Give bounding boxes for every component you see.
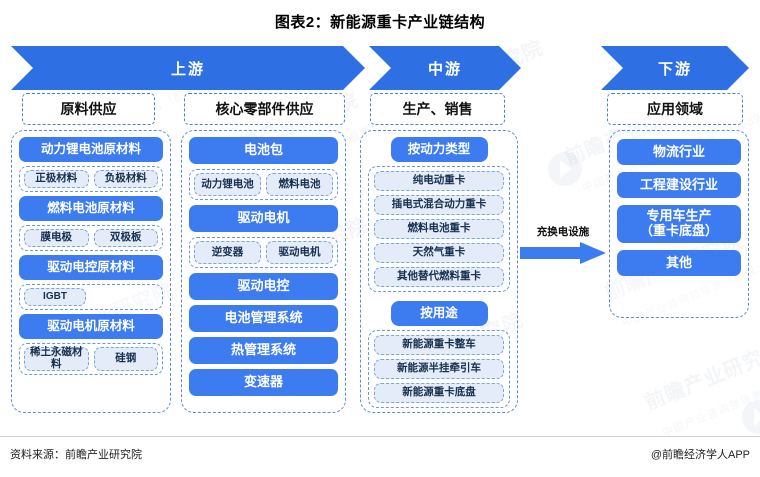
item-chip: 逆变器: [194, 241, 261, 264]
group-items: 动力锂电池 燃料电池: [189, 169, 338, 200]
item-chip: 驱动电机: [266, 241, 333, 264]
application-item: 专用车生产 （重卡底盘）: [617, 205, 741, 243]
item-chip: 燃料电池: [266, 173, 333, 196]
group-items: 正极材料 负极材料: [19, 166, 163, 192]
item-chip: 燃料电池重卡: [374, 219, 504, 239]
group-head: 电池管理系统: [189, 305, 338, 332]
item-chip: 新能源半挂牵引车: [374, 359, 504, 379]
group-head: 驱动电控原材料: [19, 255, 163, 280]
arrow-right-icon: [520, 242, 606, 264]
item-chip: 天然气重卡: [374, 243, 504, 263]
section-items: 纯电动重卡 插电式混合动力重卡 燃料电池重卡 天然气重卡 其他替代燃料重卡: [368, 166, 510, 292]
item-chip: 纯电动重卡: [374, 171, 504, 191]
group-head: 电池包: [189, 137, 338, 164]
stage-banner-downstream: 下游: [601, 46, 749, 90]
application-item: 物流行业: [617, 139, 741, 165]
caption-application: 应用领域: [607, 93, 743, 125]
item-chip: 双极板: [93, 229, 158, 247]
application-item: 工程建设行业: [617, 172, 741, 198]
item-chip: 插电式混合动力重卡: [374, 195, 504, 215]
group-head: 动力锂电池原材料: [19, 137, 163, 162]
footer-divider: [0, 436, 760, 437]
column-core-parts: 电池包 动力锂电池 燃料电池 驱动电机 逆变器 驱动电机 驱动电控 电池管理系统…: [181, 130, 346, 413]
section-by-usage: 按用途 新能源重卡整车 新能源半挂牵引车 新能源重卡底盘: [368, 301, 510, 408]
connector-label: 充换电设施: [536, 226, 590, 238]
watermark-text: 前瞻产业研究院: [642, 339, 760, 415]
group-head: 热管理系统: [189, 337, 338, 364]
watermark-play-icon: [742, 400, 760, 434]
group-items: 稀土永磁材料 硅钢: [19, 343, 163, 375]
section-by-power-type: 按动力类型 纯电动重卡 插电式混合动力重卡 燃料电池重卡 天然气重卡 其他替代燃…: [368, 137, 510, 292]
group-head: 驱动电控: [189, 273, 338, 300]
item-chip: 膜电极: [24, 229, 89, 247]
item-chip: 新能源重卡底盘: [374, 383, 504, 403]
section-head: 按用途: [390, 301, 488, 326]
stage-banner-upstream: 上游: [11, 46, 365, 90]
item-chip: IGBT: [24, 288, 86, 306]
watermark-subtext: 中国产业咨询领导者（股票：835891）: [660, 349, 760, 440]
watermark-play-icon: [548, 152, 582, 186]
item-chip: 动力锂电池: [194, 173, 261, 196]
caption-production-sales: 生产、销售: [370, 93, 505, 125]
section-items: 新能源重卡整车 新能源半挂牵引车 新能源重卡底盘: [368, 330, 510, 408]
application-item: 其他: [617, 250, 741, 276]
item-chip: 新能源重卡整车: [374, 335, 504, 355]
caption-raw-material: 原料供应: [22, 93, 155, 125]
group-head: 驱动电机原材料: [19, 314, 163, 339]
item-chip: 负极材料: [93, 170, 158, 188]
group-head: 变速器: [189, 369, 338, 396]
column-raw-material: 动力锂电池原材料 正极材料 负极材料 燃料电池原材料 膜电极 双极板 驱动电控原…: [11, 130, 171, 413]
brand-credit: @前瞻经济学人APP: [650, 449, 750, 461]
item-chip: 硅钢: [93, 347, 158, 371]
item-chip: 其他替代燃料重卡: [374, 267, 504, 287]
column-production-sales: 按动力类型 纯电动重卡 插电式混合动力重卡 燃料电池重卡 天然气重卡 其他替代燃…: [360, 130, 518, 413]
item-chip: 稀土永磁材料: [24, 346, 89, 371]
caption-core-parts: 核心零部件供应: [184, 93, 345, 125]
group-head: 驱动电机: [189, 205, 338, 232]
group-head: 燃料电池原材料: [19, 196, 163, 221]
group-items: 逆变器 驱动电机: [189, 237, 338, 268]
column-application: 物流行业 工程建设行业 专用车生产 （重卡底盘） 其他: [609, 130, 749, 318]
section-head: 按动力类型: [390, 137, 488, 162]
group-items: IGBT: [19, 284, 163, 310]
source-note: 资料来源：前瞻产业研究院: [10, 449, 142, 461]
group-items: 膜电极 双极板: [19, 225, 163, 251]
chart-title: 图表2：新能源重卡产业链结构: [274, 14, 486, 31]
stage-banner-midstream: 中游: [369, 46, 521, 90]
item-chip: 正极材料: [24, 170, 89, 188]
connector-charging-facility: 充换电设施: [519, 224, 607, 276]
